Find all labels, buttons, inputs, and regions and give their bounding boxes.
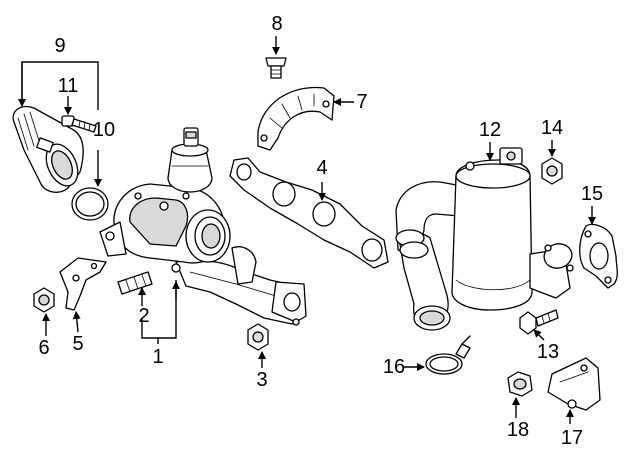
part-15-gasket	[579, 223, 618, 289]
callout-12: 12	[479, 119, 501, 141]
part-9-inlet-hose	[12, 106, 84, 193]
part-6-nut	[33, 287, 55, 313]
callout-8: 8	[271, 13, 282, 35]
callout-11: 11	[58, 75, 79, 97]
part-18-nut	[507, 371, 533, 397]
part-2-stud	[117, 271, 153, 295]
leader-1	[141, 280, 177, 339]
callout-15: 15	[581, 183, 603, 205]
part-13-bolt	[519, 309, 559, 335]
part-8-bolt	[265, 57, 287, 79]
callout-numbers: 9 10 11 6 5 2 1 3 8 7 4 12 14 15 13 16 1…	[38, 13, 603, 449]
callout-10: 10	[93, 119, 115, 141]
callout-4: 4	[316, 157, 327, 179]
callout-7: 7	[356, 91, 367, 113]
part-3-nut	[247, 323, 269, 351]
part-5-heat-shield	[59, 257, 107, 311]
part-12-catalytic-converter	[395, 147, 574, 331]
callout-5: 5	[72, 333, 83, 355]
part-14-nut	[541, 157, 563, 185]
callout-9: 9	[54, 35, 65, 57]
callout-13: 13	[537, 341, 559, 363]
callout-17: 17	[561, 427, 583, 449]
part-4-gasket	[229, 157, 389, 269]
part-7-heat-shield	[257, 86, 335, 151]
part-11-bolt	[61, 115, 97, 133]
callout-16: 16	[383, 356, 405, 378]
leader-5	[72, 311, 81, 333]
callout-2: 2	[138, 305, 149, 327]
callout-1: 1	[152, 346, 163, 368]
part-17-bracket	[547, 357, 601, 411]
part-16-clamp	[425, 335, 471, 375]
callout-3: 3	[256, 369, 267, 391]
part-10-o-ring	[71, 187, 109, 221]
callout-leaders	[18, 36, 596, 424]
callout-18: 18	[507, 419, 529, 441]
turbocharger-assembly	[99, 127, 307, 326]
leader-13	[533, 329, 545, 341]
callout-6: 6	[38, 337, 49, 359]
callout-14: 14	[541, 117, 563, 139]
